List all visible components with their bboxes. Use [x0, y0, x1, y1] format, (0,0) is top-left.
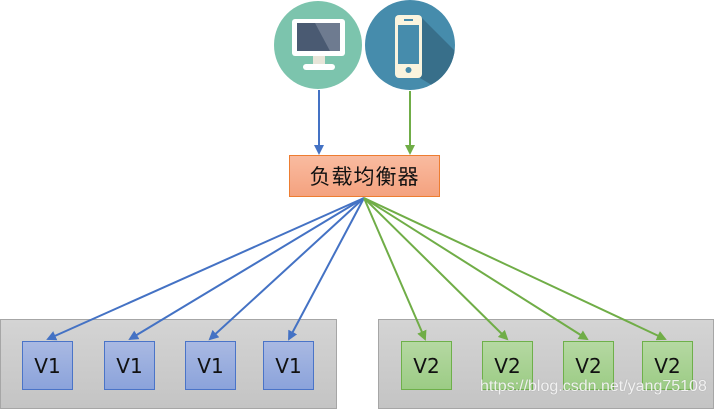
lb-to-v1-arrow: [46, 197, 365, 341]
v2-node: V2: [482, 341, 533, 390]
v2-node: V2: [401, 341, 452, 390]
desktop-monitor-icon: [292, 19, 345, 70]
mobile-client: [365, 0, 455, 90]
lb-to-v1-arrow: [208, 197, 365, 341]
load-balancer-box: 负载均衡器: [289, 155, 440, 197]
lb-to-v2-arrow: [363, 197, 427, 341]
v1-node: V1: [185, 341, 236, 390]
lb-to-v2-arrow: [363, 197, 589, 341]
v2-node: V2: [563, 341, 614, 390]
watermark: https://blog.csdn.net/yang75108: [480, 378, 707, 395]
smartphone-icon: [395, 15, 422, 78]
lb-to-v1-arrow: [288, 197, 365, 341]
v2-node: V2: [642, 341, 693, 390]
desktop-client: [274, 1, 362, 89]
lb-to-v2-arrow: [363, 197, 509, 341]
lb-to-v2-arrow: [363, 197, 667, 341]
v1-node: V1: [104, 341, 155, 390]
lb-to-v1-arrow: [128, 197, 365, 341]
v1-node: V1: [263, 341, 314, 390]
v1-node: V1: [22, 341, 73, 390]
